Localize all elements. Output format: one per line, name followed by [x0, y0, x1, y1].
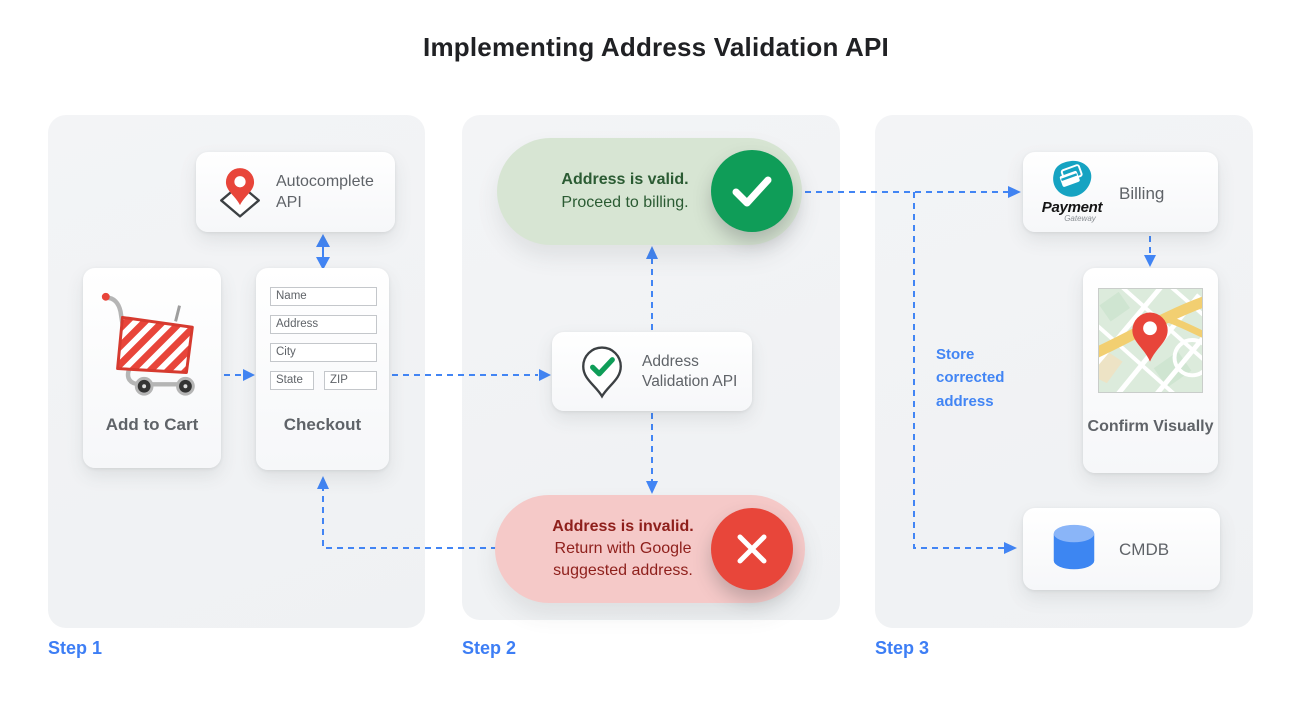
invalid-result-subtitle: Return with Google suggested address. [553, 539, 693, 580]
step-1-label: Step 1 [48, 638, 103, 658]
payment-gateway-blob-icon [1053, 160, 1092, 197]
map-image [1099, 289, 1202, 392]
autocomplete-api-card: Autocomplete API [196, 152, 395, 232]
valid-result-title: Address is valid. [561, 171, 689, 189]
zip-field: ZIP [324, 371, 377, 390]
address-validation-api-label: Address Validation API [642, 353, 738, 391]
payment-gateway-logo: Payment Gateway [1039, 159, 1105, 223]
valid-result-text: Address is valid. Proceed to billing. [525, 138, 725, 245]
check-circle-icon [711, 150, 793, 232]
database-icon [1053, 524, 1095, 570]
pin-check-icon [582, 346, 622, 399]
payment-gateway-name: Payment [1041, 199, 1103, 216]
billing-label: Billing [1119, 184, 1165, 203]
confirm-visually-label: Confirm Visually [1087, 418, 1214, 435]
add-to-cart-label: Add to Cart [105, 415, 199, 434]
page-title: Implementing Address Validation API [423, 32, 889, 62]
invalid-result-title: Address is invalid. [552, 517, 694, 535]
autocomplete-api-label: Autocomplete API [276, 173, 374, 211]
address-validation-api-card: Address Validation API [552, 332, 752, 411]
map-pin-diamond-icon [220, 168, 260, 218]
payment-gateway-sub: Gateway [1064, 214, 1096, 223]
valid-result-subtitle: Proceed to billing. [561, 193, 689, 211]
step-2-label: Step 2 [462, 638, 517, 658]
cmdb-card: CMDB [1023, 508, 1220, 590]
city-field: City [270, 343, 377, 362]
billing-card: Payment Gateway Billing [1023, 152, 1218, 232]
name-field: Name [270, 287, 377, 306]
step-3-label: Step 3 [875, 638, 930, 658]
map-thumbnail [1098, 288, 1203, 393]
store-corrected-address-note: Store corrected address [936, 346, 1005, 410]
map-pin-icon [1132, 312, 1168, 362]
invalid-result-text: Address is invalid. Return with Google s… [523, 495, 723, 603]
state-field: State [270, 371, 314, 390]
x-circle-icon [711, 508, 793, 590]
shopping-cart-icon [101, 292, 195, 396]
checkout-label: Checkout [283, 415, 362, 434]
invalid-result-pill: Address is invalid. Return with Google s… [495, 495, 805, 603]
confirm-visually-card: Confirm Visually [1083, 268, 1218, 473]
valid-result-pill: Address is valid. Proceed to billing. [497, 138, 802, 245]
address-field: Address [270, 315, 377, 334]
add-to-cart-card: Add to Cart [83, 268, 221, 468]
checkout-card: Name Address City State ZIP Checkout [256, 268, 389, 470]
cmdb-label: CMDB [1119, 540, 1170, 559]
